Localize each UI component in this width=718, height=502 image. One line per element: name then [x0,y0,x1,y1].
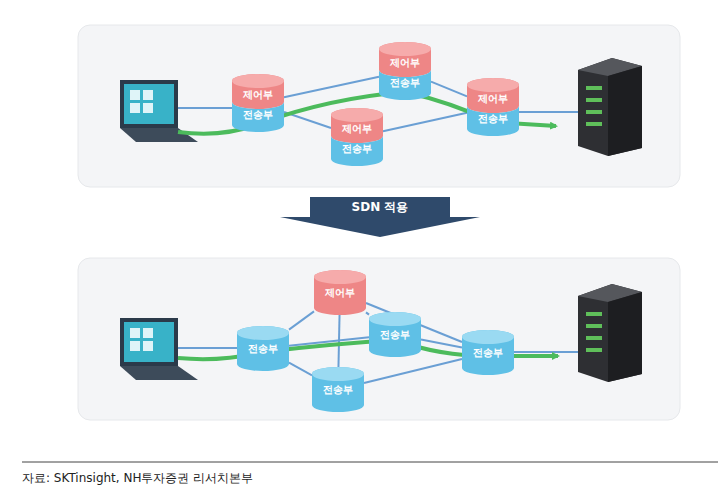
node-label: 제어부 [232,89,284,101]
network-node-cylinder: 제어부전송부 [232,74,284,132]
panel [78,258,680,420]
link-line [383,113,467,132]
network-node-cylinder: 전송부 [369,312,421,357]
link-line [289,363,312,376]
node-outline [331,108,383,166]
server-icon [578,58,642,156]
node-label: 전송부 [237,343,289,355]
node-label: 제어부 [314,287,366,299]
network-node-cylinder: 전송부 [237,326,289,371]
link-line [431,82,467,97]
node-outline [379,42,431,100]
network-node-cylinder: 제어부전송부 [379,42,431,100]
node-label: 전송부 [462,347,514,359]
node-label: 전송부 [232,109,284,121]
network-node-cylinder: 전송부 [462,330,514,375]
network-node-cylinder: 제어부전송부 [331,108,383,166]
link-line [366,312,369,314]
node-label: 전송부 [467,113,519,125]
link-line [289,311,314,329]
node-label: 전송부 [331,143,383,155]
network-node-cylinder: 제어부 [314,270,366,315]
network-node-cylinder: 제어부전송부 [467,78,519,136]
server-icon [578,284,642,382]
source-caption: 자료: SKTinsight, NH투자증권 리서치본부 [22,470,253,487]
node-label: 제어부 [467,93,519,105]
node-label: 제어부 [331,123,383,135]
link-line [421,340,462,348]
node-outline [467,78,519,136]
node-outline [232,74,284,132]
node-label: 전송부 [369,329,421,341]
node-label: SDN 적용 [280,200,480,214]
link-line [284,77,379,98]
wire [178,108,578,352]
node-label: 전송부 [312,384,364,396]
node-label: 제어부 [379,57,431,69]
laptop-icon [120,318,198,380]
transition-arrow: SDN 적용 [280,197,480,237]
link-line [364,359,462,383]
node-label: 전송부 [379,77,431,89]
rule-line [22,462,718,463]
panel [78,25,680,187]
network-node-cylinder: 전송부 [312,367,364,412]
